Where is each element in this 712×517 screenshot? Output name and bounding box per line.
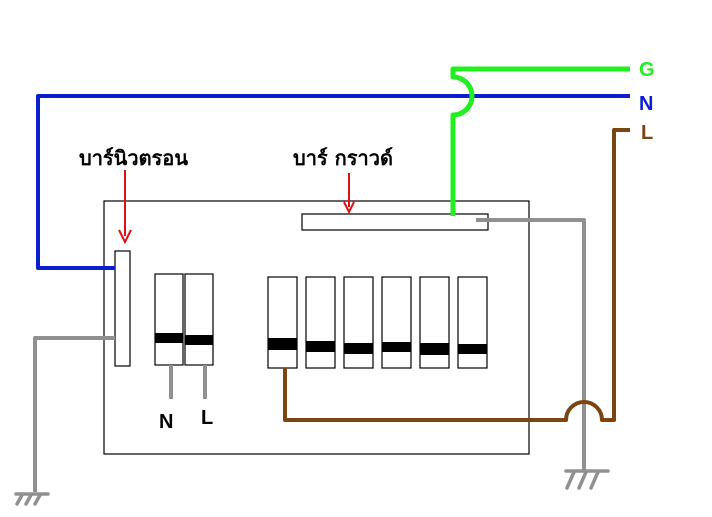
branch-breaker-4 <box>381 276 412 369</box>
terminal-label-n: N <box>159 411 173 433</box>
branch-breaker-3 <box>343 276 374 369</box>
earth-wire-right <box>476 218 586 470</box>
branch-breaker-6-toggle <box>458 344 487 354</box>
ground-wire <box>450 66 630 216</box>
branch-breaker-2 <box>305 276 336 369</box>
earth-wire-left <box>33 336 115 492</box>
neutral-bar-label: บาร์นิวตรอน <box>79 146 188 170</box>
branch-breaker-5-toggle <box>420 343 449 355</box>
branch-breaker-1-toggle <box>268 338 297 350</box>
line-wire <box>283 128 630 422</box>
branch-breaker-4-toggle <box>382 342 411 352</box>
consumer-unit-enclosure <box>103 200 530 455</box>
down-arrow-icon <box>343 173 355 215</box>
main-breaker-pole-n-toggle <box>155 333 183 343</box>
branch-breaker-2-toggle <box>306 341 335 352</box>
terminal-label-l: L <box>201 407 213 429</box>
main-breaker-pole-n <box>154 273 184 366</box>
ground-symbol-icon <box>564 469 610 490</box>
down-arrow-icon <box>118 170 132 245</box>
main-breaker <box>154 273 214 366</box>
branch-breakers <box>267 276 488 369</box>
line-label-l: L <box>641 122 653 144</box>
branch-breaker-6 <box>457 276 488 369</box>
line-label-g: G <box>639 59 655 81</box>
neutral-bar <box>114 250 131 367</box>
branch-breaker-1 <box>267 276 298 369</box>
ground-symbol-icon <box>14 492 50 506</box>
ground-bar <box>301 213 489 231</box>
neutral-wire <box>36 94 630 270</box>
main-breaker-pole-l <box>184 273 214 366</box>
line-label-n: N <box>639 93 653 115</box>
ground-bar-label: บาร์ กราวด์ <box>293 146 393 170</box>
branch-breaker-3-toggle <box>344 343 373 354</box>
main-breaker-pole-l-toggle <box>185 335 213 345</box>
